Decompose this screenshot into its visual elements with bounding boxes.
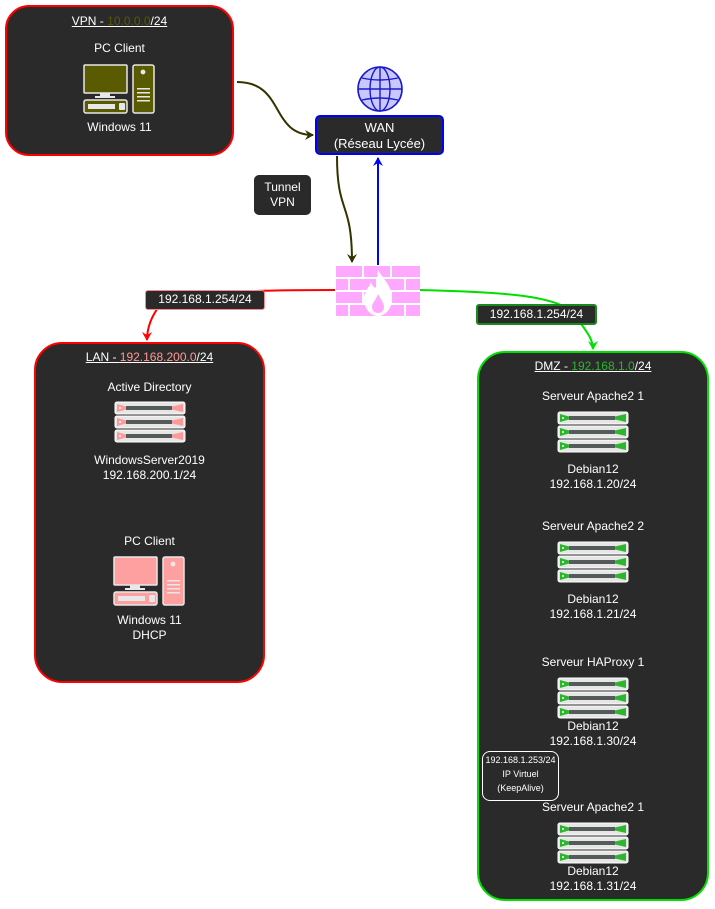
lan-zone: LAN - 192.168.200.0/24: [34, 342, 265, 683]
dmz-mask: /24: [634, 359, 652, 373]
vpn-zone-title: VPN - 10.0.0.0/24: [7, 14, 232, 28]
dmz-zone-title: DMZ - 192.168.1.0/24: [479, 359, 707, 373]
server-unit: [557, 705, 629, 719]
lan-title-prefix: LAN -: [85, 350, 120, 364]
server-icon[interactable]: [114, 401, 186, 443]
dmz-server-ip: 192.168.1.30/24: [549, 734, 637, 748]
server-unit: [557, 425, 629, 439]
tunnel-label-line1: Tunnel: [264, 180, 301, 194]
tunnel-label-line2: VPN: [270, 195, 295, 209]
ad-name: Active Directory: [107, 380, 192, 394]
vpn-client-os: Windows 11: [87, 120, 152, 134]
server-unit: [557, 822, 629, 836]
dmz-server-name: Serveur Apache2 1: [541, 800, 645, 814]
server-icon[interactable]: [557, 677, 629, 719]
server-unit: [557, 677, 629, 691]
dmz-server-ip: 192.168.1.21/24: [549, 607, 637, 621]
server-unit: [114, 401, 186, 415]
dmz-server-name: Serveur Apache2 1: [541, 389, 645, 403]
server-icon[interactable]: [557, 822, 629, 864]
vpn-title-prefix: VPN -: [71, 14, 108, 28]
server-unit: [557, 439, 629, 453]
dmz-title-prefix: DMZ -: [534, 359, 572, 373]
lan-network: 192.168.200.0: [119, 350, 197, 364]
ad-ip: 192.168.200.1/24: [102, 468, 197, 482]
server-icon[interactable]: [557, 541, 629, 583]
server-unit: [114, 429, 186, 443]
firewall-icon[interactable]: [336, 266, 420, 318]
lan-gateway-label: 192.168.1.254/24: [145, 290, 265, 310]
dmz-server-name: Serveur Apache2 2: [541, 519, 645, 533]
dmz-gateway-label: 192.168.1.254/24: [476, 304, 597, 325]
vip-address: 192.168.1.253/24: [485, 755, 556, 765]
wan-sublabel: (Réseau Lycée): [333, 136, 426, 151]
vpn-mask: /24: [150, 14, 168, 28]
lan-client-dhcp: DHCP: [132, 628, 167, 642]
tunnel-vpn-label: Tunnel VPN: [254, 175, 311, 215]
globe-icon: [357, 66, 403, 112]
server-unit: [557, 850, 629, 864]
ad-os: WindowsServer2019: [94, 453, 205, 467]
server-unit: [557, 411, 629, 425]
server-unit: [557, 569, 629, 583]
dmz-server-ip: 192.168.1.20/24: [549, 477, 637, 491]
vip-type: IP Virtuel: [502, 769, 539, 779]
lan-client-name: PC Client: [124, 534, 175, 548]
wan-node[interactable]: WAN (Réseau Lycée): [315, 115, 444, 155]
vpn-client-name: PC Client: [94, 41, 145, 55]
dmz-server-os: Debian12: [567, 864, 619, 878]
pc-icon[interactable]: [112, 555, 186, 607]
server-unit: [557, 541, 629, 555]
dmz-server-name: Serveur HAProxy 1: [541, 655, 645, 669]
server-icon[interactable]: [557, 411, 629, 453]
server-unit: [557, 555, 629, 569]
dmz-server-ip: 192.168.1.31/24: [549, 879, 637, 893]
dmz-server-os: Debian12: [567, 719, 619, 733]
vip-mechanism: (KeepAlive): [497, 783, 544, 793]
server-unit: [557, 691, 629, 705]
lan-zone-title: LAN - 192.168.200.0/24: [36, 350, 263, 364]
wan-label: WAN: [364, 120, 395, 135]
server-unit: [557, 836, 629, 850]
lan-mask: /24: [196, 350, 214, 364]
lan-client-os: Windows 11: [117, 613, 182, 627]
dmz-server-os: Debian12: [567, 592, 619, 606]
edge-wan-to-firewall-tunnel: [336, 155, 357, 263]
dmz-network: 192.168.1.0: [571, 359, 635, 373]
server-unit: [114, 415, 186, 429]
edge-vpn-to-wan: [236, 81, 314, 140]
virtual-ip-label: 192.168.1.253/24 IP Virtuel (KeepAlive): [482, 751, 559, 801]
vpn-network: 10.0.0.0: [107, 14, 151, 28]
dmz-server-os: Debian12: [567, 462, 619, 476]
pc-icon: [83, 64, 155, 114]
